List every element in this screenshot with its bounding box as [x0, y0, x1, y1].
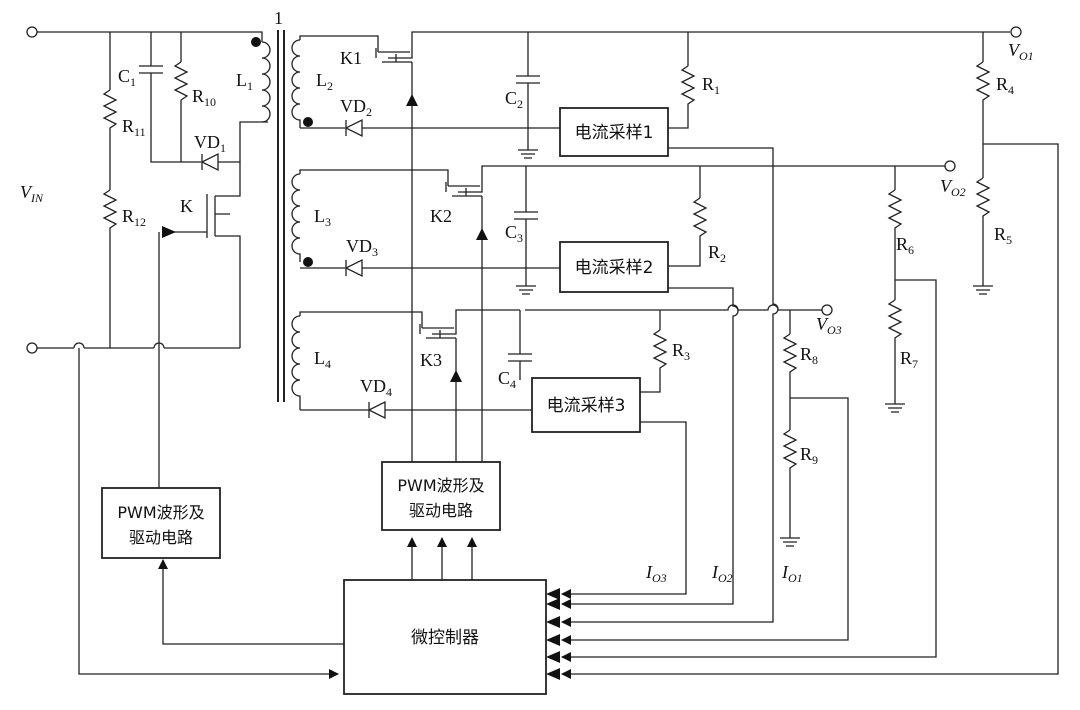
k-label: K — [180, 196, 193, 216]
l3-label: L3 — [314, 206, 331, 229]
r2-label: R2 — [708, 242, 726, 265]
k3-switch — [419, 324, 456, 339]
svg-text:驱动电路: 驱动电路 — [129, 528, 193, 547]
r3-resistor — [640, 329, 668, 393]
k1-label: K1 — [340, 48, 362, 68]
l3-coil — [291, 173, 301, 262]
r4-label: R4 — [996, 74, 1014, 97]
svg-text:驱动电路: 驱动电路 — [409, 501, 473, 520]
c1-label: C1 — [118, 66, 136, 89]
r9-resistor — [782, 429, 798, 538]
svg-text:电流采样3: 电流采样3 — [547, 396, 626, 416]
r5-label: R5 — [994, 224, 1012, 247]
r12-label: R12 — [122, 206, 146, 229]
vd3-label: VD3 — [346, 236, 378, 259]
r7-label: R7 — [900, 348, 918, 371]
vo1-terminal — [1010, 26, 1022, 38]
r5-resistor — [975, 177, 991, 286]
vin-label: VIN — [20, 182, 44, 205]
current-sense-1-block: 电流采样1 — [559, 107, 669, 157]
r10-resistor — [173, 61, 189, 101]
vd1-diode — [200, 152, 219, 172]
svg-text:电流采样1: 电流采样1 — [575, 123, 654, 143]
l4-coil — [291, 315, 301, 410]
k3-label: K3 — [420, 350, 442, 370]
channel-1 — [291, 26, 1059, 679]
r6-resistor — [887, 189, 903, 300]
vd4-diode — [367, 400, 386, 420]
channel-2 — [291, 160, 956, 662]
r10-label: R10 — [192, 86, 216, 109]
l1-label: L1 — [236, 70, 253, 93]
labels: VIN VO1 VO2 VO3 IO3 IO2 IO1 C1 R10 L1 R1… — [20, 40, 1034, 585]
vo2-label: VO2 — [940, 176, 966, 199]
pwm-driver-middle-block: PWM波形及 驱动电路 — [381, 461, 501, 531]
r8-resistor — [782, 333, 798, 430]
svg-text:电流采样2: 电流采样2 — [575, 258, 654, 278]
vo1-label: VO1 — [1008, 40, 1034, 63]
vd4-label: VD4 — [360, 376, 392, 399]
k2-switch — [445, 182, 482, 197]
r8-label: R8 — [800, 344, 818, 367]
l2-label: L2 — [316, 70, 333, 93]
svg-text:PWM波形及: PWM波形及 — [397, 476, 484, 495]
pwm-driver-left-block: PWM波形及 驱动电路 — [101, 487, 221, 559]
l1-dot — [251, 37, 261, 47]
svg-text:微控制器: 微控制器 — [411, 628, 479, 648]
transformer-core: 1 — [274, 8, 285, 402]
c2-label: C2 — [505, 88, 523, 111]
r4-resistor — [975, 61, 991, 178]
mcu-block: 微控制器 — [343, 579, 547, 695]
svg-text:PWM波形及: PWM波形及 — [117, 503, 204, 522]
l2-coil — [291, 39, 301, 128]
k1-switch — [375, 48, 412, 63]
current-sense-3-block: 电流采样3 — [531, 377, 641, 433]
r3-label: R3 — [672, 340, 690, 363]
vo3-terminal — [821, 304, 833, 316]
r1-label: R1 — [702, 74, 720, 97]
r9-label: R9 — [800, 444, 818, 467]
vo3-label: VO3 — [816, 314, 842, 337]
r11-resistor — [102, 89, 118, 190]
c3-label: C3 — [505, 222, 523, 245]
mcu-to-pwm-arrows — [407, 537, 477, 580]
mcu-input-arrowheads — [546, 588, 560, 680]
input-section — [26, 26, 344, 679]
vin-top-terminal — [26, 26, 38, 38]
current-sense-2-block: 电流采样2 — [559, 241, 669, 293]
r6-label: R6 — [896, 234, 914, 257]
transformer-mark: 1 — [274, 8, 283, 28]
vd2-diode — [344, 118, 363, 138]
io3-label: IO3 — [645, 562, 667, 585]
vd1-label: VD1 — [194, 132, 226, 155]
channel-3 — [291, 304, 849, 645]
r7-resistor — [887, 299, 903, 404]
l2-dot — [303, 117, 313, 127]
l3-dot — [303, 257, 313, 267]
r11-label: R11 — [122, 116, 146, 139]
l1-coil — [261, 41, 271, 123]
vd2-label: VD2 — [340, 96, 372, 119]
r12-resistor — [102, 189, 118, 348]
k2-label: K2 — [430, 206, 452, 226]
vo2-terminal — [944, 160, 956, 172]
r2-resistor — [668, 197, 708, 267]
io1-label: IO1 — [781, 562, 803, 585]
c4-label: C4 — [498, 368, 516, 391]
io2-label: IO2 — [711, 562, 733, 585]
l4-label: L4 — [314, 348, 331, 371]
vin-bottom-terminal — [26, 342, 38, 354]
r1-resistor — [668, 65, 696, 129]
vd3-diode — [344, 258, 363, 278]
